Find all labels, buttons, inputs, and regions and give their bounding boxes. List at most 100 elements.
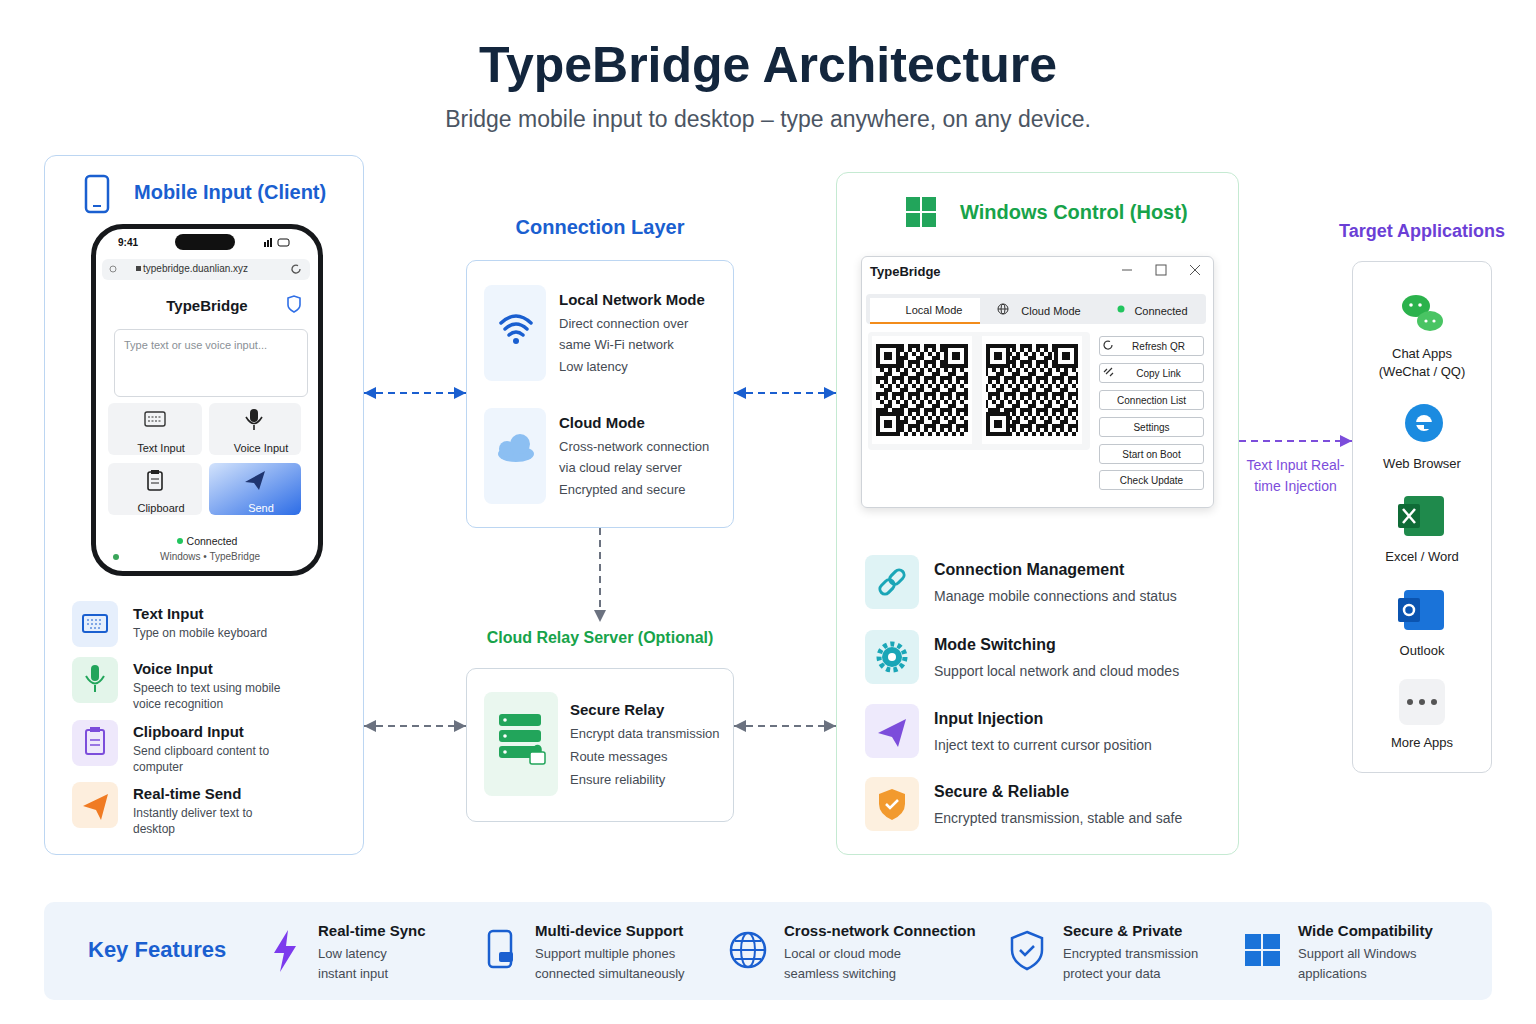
feature-icons: [499, 952, 513, 962]
mode-card: Cloud ModeCross-network connection via c…: [484, 408, 724, 500]
phone-buttons: [108, 463, 202, 515]
feature-row: Text InputType on mobile keyboard: [73, 603, 353, 642]
button-label: Copy Link: [1136, 368, 1180, 379]
app-icons: [1424, 425, 1433, 429]
phone-buttons: [151, 470, 159, 474]
connection-icons: [484, 285, 546, 504]
feature-icons-mobile: [72, 601, 118, 647]
tab-bar: [998, 309, 1008, 310]
label-slot: Connected: [167, 535, 257, 547]
feature-icons: [1263, 934, 1280, 949]
phone-button: Voice Input: [215, 409, 307, 461]
server-icon: [503, 718, 507, 722]
row-text: Voice Input: [133, 660, 213, 678]
button-icons: [1104, 368, 1113, 376]
relay-server: Cloud Relay Server (Optional)Secure Rela…: [466, 622, 734, 822]
label-slot: Bridge mobile input to desktop – type an…: [218, 106, 1318, 133]
tab-bar: [998, 304, 1008, 314]
url-bar: [136, 266, 141, 271]
key-feature: Secure & PrivateEncrypted transmission p…: [1008, 918, 1228, 983]
app-icons: [1419, 699, 1425, 705]
qr-codes: [868, 332, 1090, 450]
key-features-band: Key FeaturesReal-time SyncLow latency in…: [44, 902, 1492, 1000]
group-heading: Connection Layer: [466, 216, 734, 239]
host-feature-icons: [878, 578, 896, 596]
host-feature-icons: [865, 555, 919, 609]
app-item: Outlook: [1367, 584, 1477, 660]
host-feature-row: Input InjectionInject text to current cu…: [866, 705, 1226, 754]
app-item: Chat Apps (WeChat / QQ): [1367, 287, 1477, 380]
feature-icons-mobile: [86, 676, 104, 684]
row-text: Local Network Mode: [559, 291, 705, 309]
phone-buttons: [108, 403, 301, 515]
host-feature-icons: [888, 653, 896, 661]
phone-buttons: [108, 403, 202, 455]
phone-status-bar: [278, 239, 289, 246]
server-icon: [503, 734, 507, 738]
tab-bar: [1118, 306, 1125, 313]
connection-icons: [513, 338, 519, 344]
windows-logo: [906, 213, 920, 227]
feature-icons-mobile: [72, 782, 118, 828]
placeholder-text: Type text or use voice input...: [124, 339, 298, 351]
server-icon: [484, 692, 558, 796]
app-icons: [1404, 605, 1414, 615]
app-icons: [1418, 303, 1422, 307]
qr-codes: [872, 336, 972, 444]
host-feature-icons: [888, 568, 906, 586]
window-controls: [1156, 265, 1166, 275]
app-item: Web Browser: [1367, 397, 1477, 473]
send-button: Send: [215, 469, 307, 521]
connector: [364, 725, 466, 727]
row-text: Cloud Mode: [559, 414, 645, 432]
host-feature-icons: [882, 647, 902, 667]
row-text: Secure & Reliable: [934, 782, 1069, 801]
row-text: Speech to text using mobile voice recogn…: [133, 681, 283, 712]
server-icon: [499, 730, 541, 742]
relay-text: Secure Relay: [570, 701, 733, 718]
connector: [734, 392, 836, 394]
subtitle: Bridge mobile input to desktop – type an…: [218, 106, 1318, 133]
diagram-title: TypeBridge Architecture: [0, 36, 1536, 94]
host-feature-row: Mode SwitchingSupport local network and …: [866, 631, 1226, 680]
app-icons: [1416, 422, 1433, 425]
row-text: Local or cloud mode seamless switching: [784, 944, 919, 983]
mode-tab: Local Mode: [870, 298, 980, 324]
app-icons: [1403, 509, 1415, 523]
feature-icons: [1012, 932, 1042, 969]
host-feature-icons: [886, 800, 898, 808]
connector: [1239, 440, 1352, 442]
phone-buttons: [209, 463, 301, 515]
host-feature-row: Connection ManagementManage mobile conne…: [866, 556, 1226, 605]
feature-icons: [1245, 934, 1261, 949]
button-icons: [1104, 341, 1112, 349]
feature-icons: [1245, 951, 1261, 966]
app-icons: [1398, 598, 1420, 622]
group-heading: Target Applications: [1322, 221, 1522, 242]
app-label: Chat Apps (WeChat / QQ): [1372, 345, 1472, 380]
host-feature-row: Secure & ReliableEncrypted transmission,…: [866, 778, 1226, 827]
key-feature: Multi-device SupportSupport multiple pho…: [484, 918, 719, 983]
host-feature-icons: [865, 704, 919, 758]
phone-button: Clipboard: [114, 469, 208, 521]
row-text: Inject text to current cursor position: [934, 736, 1234, 754]
phone-button: Text Input: [114, 409, 208, 461]
feature-icons-mobile: [72, 720, 118, 766]
url-text: typebridge.duanlian.xyz: [143, 263, 293, 274]
phone-buttons: [245, 471, 265, 490]
button-label: Start on Boot: [1122, 449, 1180, 460]
relay-text: Encrypt data transmission: [570, 726, 733, 741]
host-feature-icons: [865, 630, 919, 684]
app-icons: [1405, 404, 1443, 442]
label-slot: Windows • TypeBridge: [135, 551, 285, 562]
window-controls: [1190, 265, 1200, 275]
row-text: Wide Compatibility: [1298, 922, 1433, 940]
qr-codes: [868, 332, 1090, 450]
relay-text: Route messages: [570, 749, 733, 764]
window-button: Copy Link: [1099, 363, 1204, 383]
app-icons: [1432, 319, 1435, 322]
feature-icons-mobile: [72, 657, 118, 703]
row-text: Encrypted and secure: [559, 479, 717, 500]
window-controls: [1122, 265, 1200, 275]
